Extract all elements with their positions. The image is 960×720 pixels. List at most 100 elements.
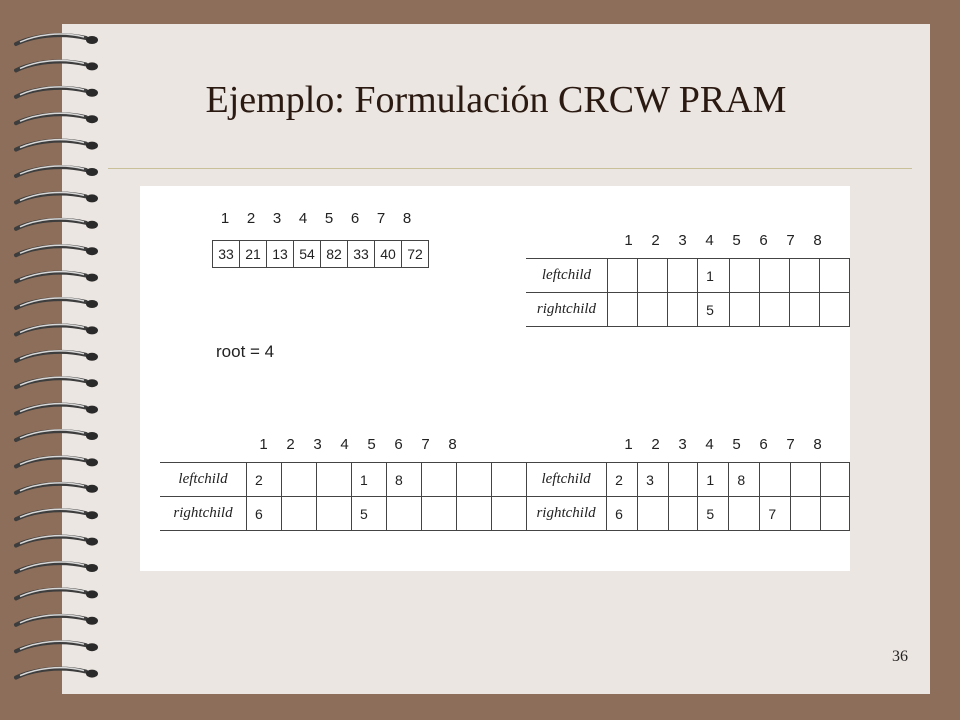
array-cell: 82 xyxy=(321,241,348,267)
table-index: 7 xyxy=(786,436,795,453)
table-cell: 5 xyxy=(697,496,730,531)
array-values: 33 21 13 54 82 33 40 72 xyxy=(212,240,429,268)
table-index: 8 xyxy=(448,436,457,453)
title-divider xyxy=(108,168,912,169)
table-cell xyxy=(281,496,317,531)
row-label: leftchild xyxy=(526,258,608,293)
table-index-row: 1 2 3 4 5 6 7 8 xyxy=(250,436,466,453)
table-cell xyxy=(819,496,851,531)
child-table: leftchild 2 1 8 rightchild 6 5 xyxy=(160,462,527,531)
root-label: root = 4 xyxy=(216,342,275,361)
table-index: 1 xyxy=(259,436,268,453)
spiral-ring xyxy=(14,613,98,627)
table-cell xyxy=(606,258,638,293)
array-index: 3 xyxy=(272,210,282,227)
table-cell xyxy=(316,496,352,531)
table-cell: 8 xyxy=(386,462,422,497)
table-row: leftchild 2 1 8 xyxy=(160,462,527,497)
table-cell: 7 xyxy=(759,496,792,531)
table-cell xyxy=(421,496,457,531)
array-cell: 33 xyxy=(213,241,240,267)
table-index-row: 1 2 3 4 5 6 7 8 xyxy=(615,436,831,453)
table-index: 6 xyxy=(394,436,403,453)
table-cell: 5 xyxy=(697,292,730,327)
table-cell xyxy=(667,258,699,293)
row-label: rightchild xyxy=(526,292,608,327)
array-cell: 72 xyxy=(407,246,423,262)
table-index: 3 xyxy=(678,436,687,453)
table-cell xyxy=(790,462,821,497)
table-index: 4 xyxy=(705,232,714,249)
table-index: 4 xyxy=(705,436,714,453)
table-index: 8 xyxy=(813,436,822,453)
spiral-ring xyxy=(14,481,98,495)
table-cell: 1 xyxy=(697,258,730,293)
array-index: 2 xyxy=(246,210,256,227)
table-cell: 2 xyxy=(606,462,639,497)
table-cell xyxy=(281,462,317,497)
spiral-ring xyxy=(14,165,98,178)
array-index: 5 xyxy=(324,210,334,227)
table-row: rightchild 5 xyxy=(526,292,851,327)
spiral-ring xyxy=(14,244,98,258)
table-cell xyxy=(728,496,761,531)
table-index-row: 1 2 3 4 5 6 7 8 xyxy=(615,232,831,249)
table-cell xyxy=(491,496,527,531)
table-index: 5 xyxy=(732,232,741,249)
child-table: leftchild 1 rightchild 5 xyxy=(526,258,851,327)
table-index: 6 xyxy=(759,232,768,249)
table-row: rightchild 6 5 xyxy=(160,496,527,531)
table-cell xyxy=(606,292,638,327)
spiral-ring xyxy=(14,534,98,548)
table-index: 5 xyxy=(732,436,741,453)
spiral-ring xyxy=(14,59,98,73)
table-cell xyxy=(758,258,790,293)
table-cell xyxy=(788,292,820,327)
page-number: 36 xyxy=(892,648,908,665)
table-cell xyxy=(456,462,492,497)
array-cell: 54 xyxy=(294,241,321,267)
table-cell xyxy=(758,292,790,327)
table-cell: 1 xyxy=(697,462,730,497)
spiral-ring xyxy=(14,85,98,99)
spiral-ring xyxy=(14,138,98,152)
table-index: 7 xyxy=(421,436,430,453)
spiral-ring xyxy=(14,349,98,363)
table-index: 8 xyxy=(813,232,822,249)
table-cell: 5 xyxy=(351,496,387,531)
spiral-ring xyxy=(14,297,98,310)
table-index: 3 xyxy=(678,232,687,249)
spiral-ring xyxy=(14,270,98,284)
table-index: 2 xyxy=(286,436,295,453)
table-cell xyxy=(491,462,527,497)
table-cell xyxy=(728,292,760,327)
table-cell xyxy=(668,462,699,497)
table-index: 4 xyxy=(340,436,349,453)
array-cell: 40 xyxy=(375,241,402,267)
table-cell xyxy=(818,292,851,327)
table-cell xyxy=(818,258,851,293)
array-index: 6 xyxy=(350,210,360,227)
spiral-ring xyxy=(14,33,98,46)
table-index: 1 xyxy=(624,436,633,453)
table-cell: 6 xyxy=(246,496,282,531)
spiral-ring xyxy=(14,191,98,205)
spiral-ring xyxy=(14,587,98,601)
table-cell: 8 xyxy=(728,462,761,497)
row-label: rightchild xyxy=(160,496,247,531)
table-index: 5 xyxy=(367,436,376,453)
table-index: 1 xyxy=(624,232,633,249)
table-index: 2 xyxy=(651,436,660,453)
spiral-ring xyxy=(14,508,98,522)
array-index: 1 xyxy=(220,210,230,227)
array-index: 4 xyxy=(298,210,308,227)
table-cell xyxy=(790,496,821,531)
table-cell xyxy=(668,496,699,531)
table-cell xyxy=(316,462,352,497)
table-cell xyxy=(637,496,670,531)
spiral-ring xyxy=(14,561,98,574)
table-cell xyxy=(456,496,492,531)
spiral-ring xyxy=(14,429,98,442)
row-label: rightchild xyxy=(526,496,608,531)
spiral-ring xyxy=(14,666,98,680)
